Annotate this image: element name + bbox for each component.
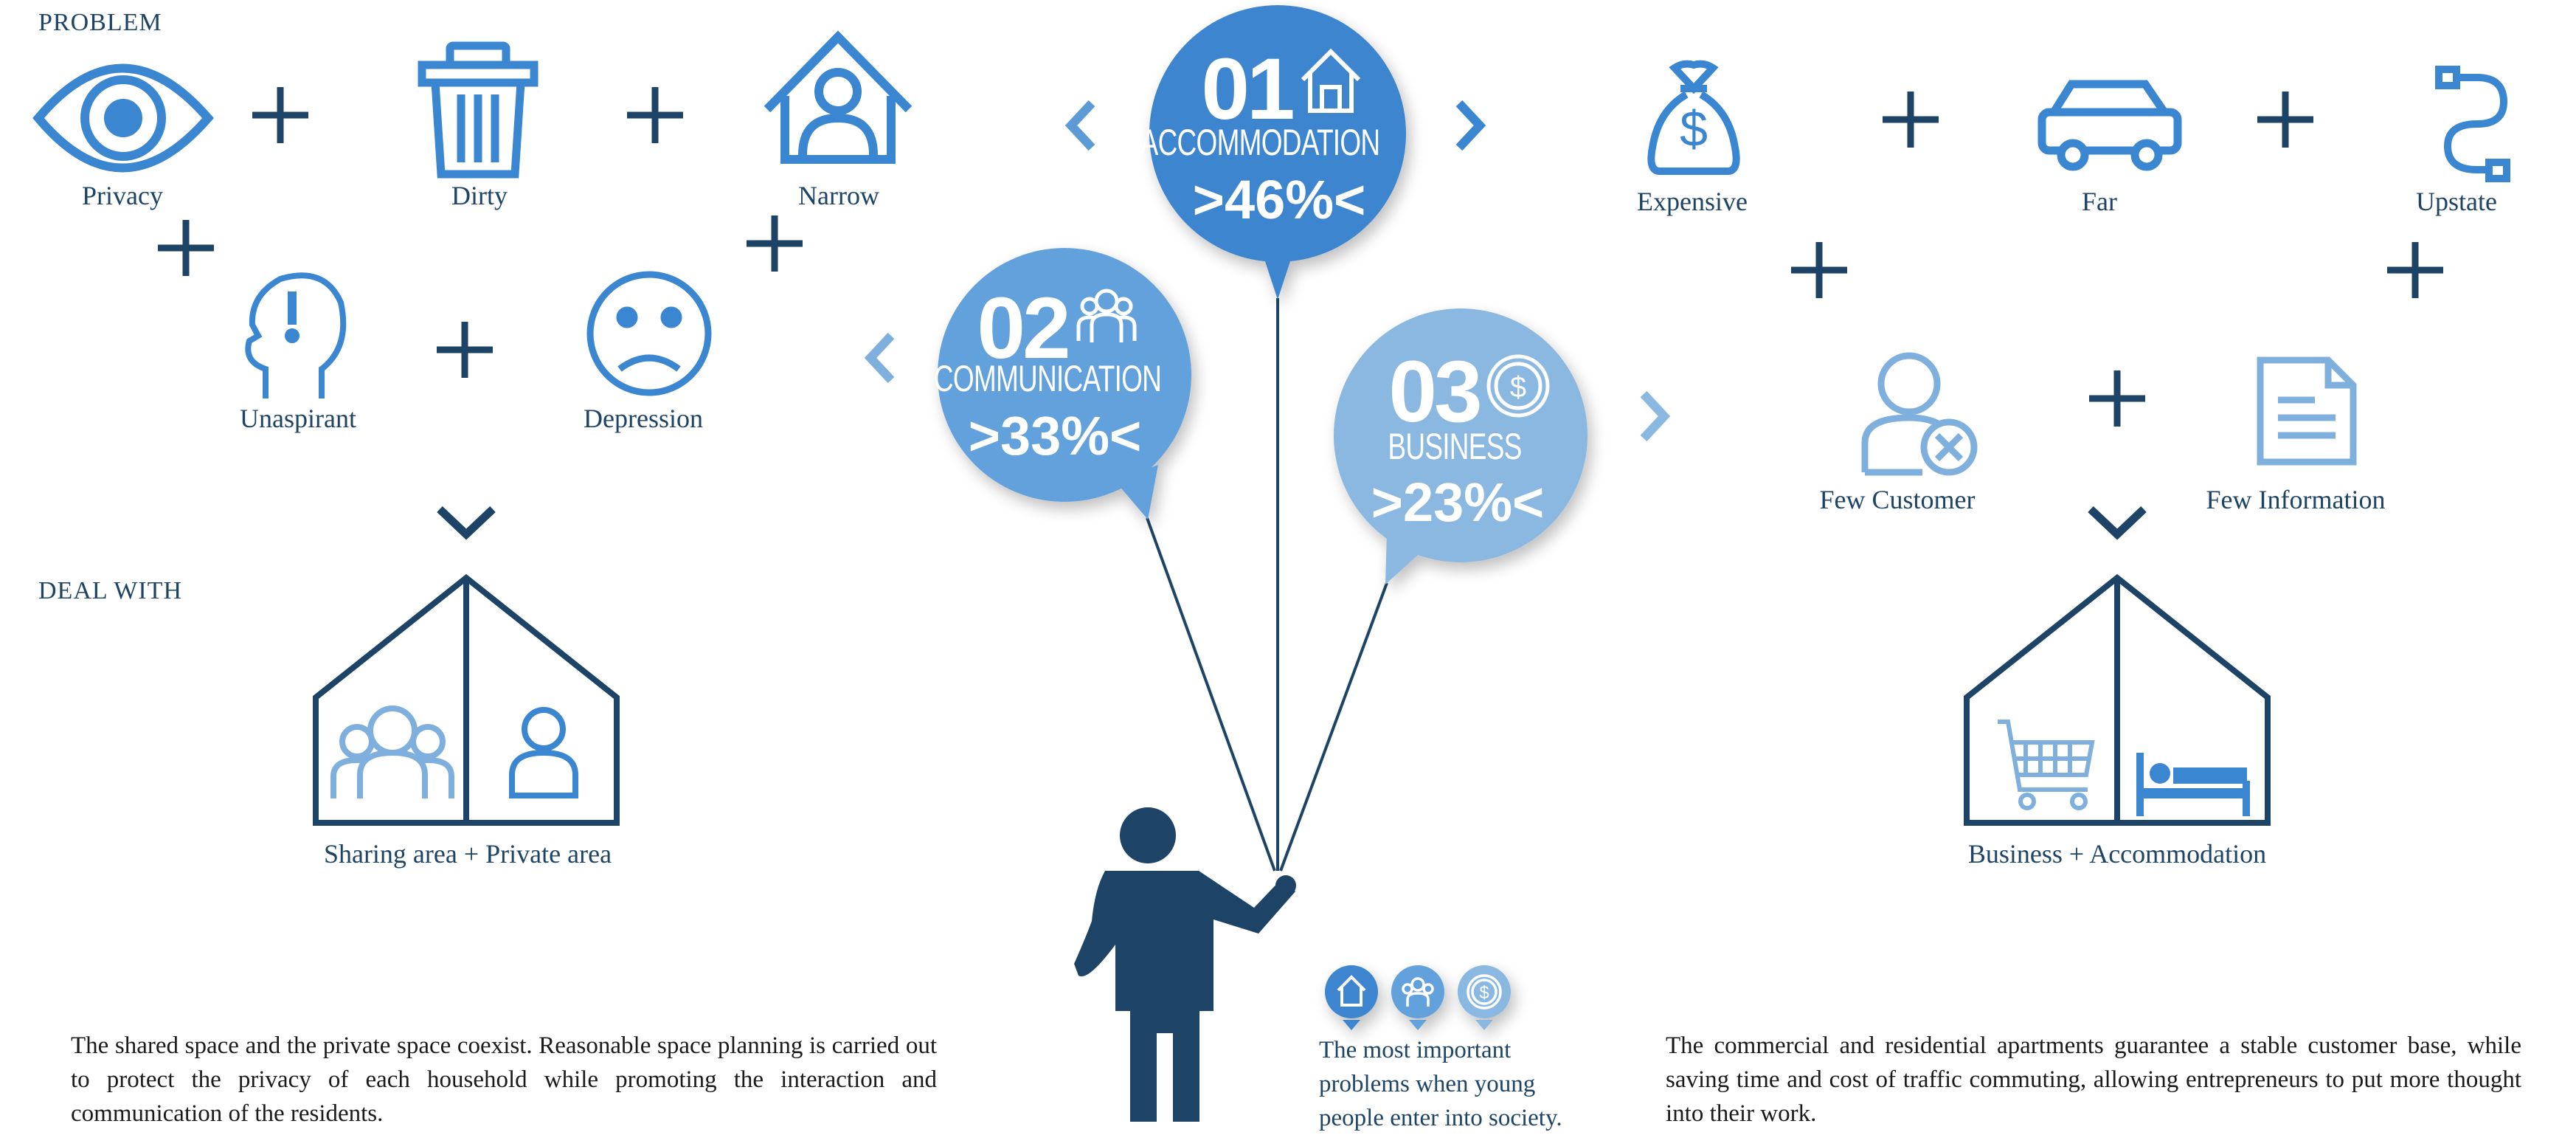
split-house-icon	[313, 573, 620, 826]
user-remove-icon	[1861, 352, 1978, 476]
legend-line: people enter into society.	[1319, 1105, 1562, 1131]
person-icon	[509, 707, 578, 798]
car-icon	[2037, 80, 2182, 171]
bed-icon	[2136, 753, 2250, 816]
balloon-01	[1149, 5, 1406, 300]
balloon-01-percent: >46%<	[1192, 169, 1366, 230]
problem-label-few-customer: Few Customer	[1819, 485, 1976, 514]
plus-icon	[2257, 92, 2313, 148]
plus-icon	[2387, 242, 2443, 298]
split-house-icon	[1964, 573, 2271, 826]
problem-label-far: Far	[2082, 187, 2117, 216]
balloon-02-label-wrap: COMMUNICATION	[894, 360, 1202, 397]
plus-icon	[1883, 92, 1939, 148]
house-icon	[1301, 48, 1361, 113]
problem-label-upstate: Upstate	[2416, 187, 2497, 216]
problem-label-expensive: Expensive	[1637, 187, 1748, 216]
chevron-right-icon	[1455, 100, 1486, 151]
problem-label-privacy: Privacy	[82, 181, 163, 210]
group-people-icon	[330, 706, 454, 798]
section-label-deal-with: DEAL WITH	[38, 577, 183, 604]
legend-line: problems when young	[1319, 1071, 1536, 1097]
right-description: The commercial and residential apartment…	[1666, 1032, 2521, 1127]
left-solution-label: Sharing area + Private area	[323, 839, 612, 869]
balloon-03-label: BUSINESS	[1388, 426, 1522, 467]
left-description: The shared space and the private space c…	[71, 1032, 937, 1127]
right-solution-label: Business + Accommodation	[1967, 839, 2267, 869]
house-icon	[1337, 975, 1366, 1007]
legend-line: The most important	[1319, 1037, 1512, 1063]
plus-icon	[437, 322, 493, 378]
balloon-01-number: 01	[1201, 41, 1295, 138]
svg-text:$: $	[1479, 983, 1489, 1003]
problem-label-few-information: Few Information	[2206, 485, 2386, 514]
document-icon	[2257, 356, 2357, 466]
problem-label-depression: Depression	[584, 404, 703, 433]
chevron-down-icon	[437, 506, 496, 540]
plus-icon	[252, 87, 308, 143]
head-exclamation-icon	[245, 272, 347, 399]
problem-label-narrow: Narrow	[798, 181, 879, 210]
problem-label-unaspirant: Unaspirant	[240, 404, 356, 433]
balloon-02-percent: >33%<	[968, 405, 1142, 466]
coin-icon: $	[1467, 974, 1502, 1010]
chevron-down-icon	[2088, 506, 2147, 540]
sad-face-icon	[586, 271, 712, 396]
plus-icon	[2089, 370, 2145, 427]
balloon-01-label: ACCOMMODATION	[1140, 122, 1380, 163]
balloon-03	[1334, 308, 1588, 584]
legend-icons: $	[1325, 965, 1511, 1030]
chevron-right-icon	[1640, 390, 1671, 442]
balloon-03-number: 03	[1388, 343, 1482, 441]
shopping-cart-icon	[1998, 720, 2095, 810]
chevron-left-icon	[864, 332, 895, 384]
eye-icon	[32, 63, 214, 173]
svg-text:$: $	[1680, 101, 1708, 157]
plus-icon	[158, 220, 214, 276]
money-bag-icon: $	[1647, 60, 1740, 175]
coin-icon: $	[1486, 354, 1550, 418]
plus-icon	[747, 215, 803, 272]
balloon-03-label-wrap: BUSINESS	[1365, 428, 1545, 465]
balloon-02-number: 02	[977, 280, 1070, 377]
svg-text:$: $	[1510, 371, 1526, 404]
group-icon	[1076, 289, 1137, 342]
chevron-left-icon	[1064, 100, 1095, 151]
section-label-problem: PROBLEM	[38, 9, 162, 36]
balloon-01-label-wrap: ACCOMMODATION	[1098, 124, 1422, 161]
route-icon	[2435, 66, 2510, 182]
trash-icon	[418, 41, 539, 179]
house-person-icon	[764, 30, 913, 164]
plus-icon	[1791, 242, 1847, 298]
plus-icon	[627, 87, 683, 143]
balloon-02-label: COMMUNICATION	[933, 358, 1162, 399]
legend-caption: The most important problems when young p…	[1319, 1033, 1614, 1135]
balloon-03-percent: >23%<	[1371, 472, 1545, 533]
problem-label-dirty: Dirty	[451, 181, 508, 210]
balloon-strings	[1146, 298, 1388, 872]
group-icon	[1402, 977, 1434, 1007]
person-holding-balloons-icon	[1074, 807, 1296, 1122]
